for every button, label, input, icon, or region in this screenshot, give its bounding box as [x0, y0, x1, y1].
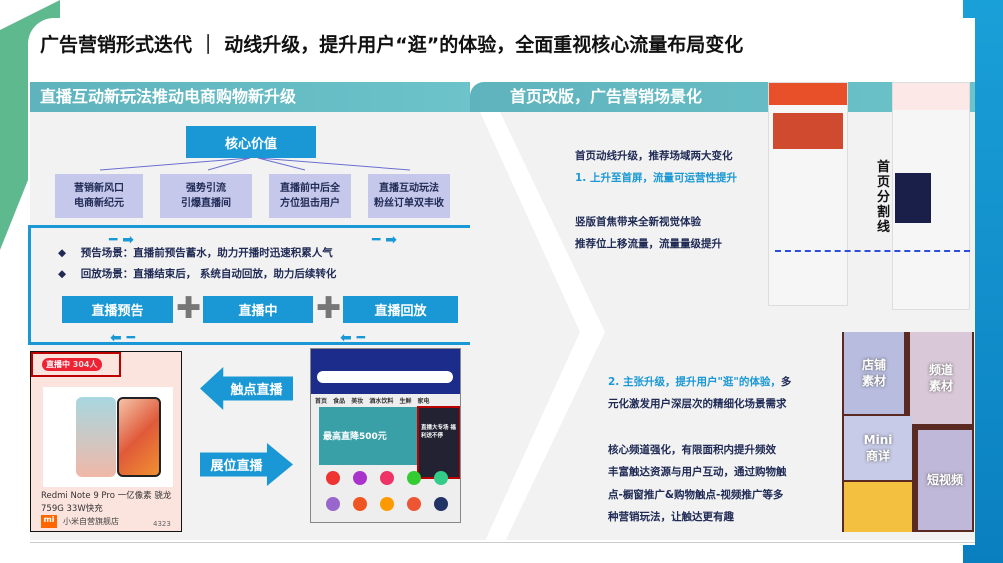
tile-store: 店铺素材 — [844, 332, 904, 414]
bottom-divider — [30, 542, 975, 543]
page-title: 广告营销形式迭代 ｜ 动线升级，提升用户“逛”的体验，全面重视核心流量布局变化 — [40, 34, 744, 56]
connector-lines — [99, 157, 411, 171]
stage-replay: 直播回放 — [343, 296, 458, 323]
point2-line2: 元化激发用户深层次的精细化场景需求 — [608, 398, 787, 410]
value-box-4: 直播互动玩法粉丝订单双丰收 — [368, 174, 450, 218]
live-card: 直播大专场 福利送不停 — [421, 425, 456, 439]
plus-icon: ✚ — [316, 291, 342, 326]
live-scene-box — [28, 225, 478, 345]
text-line: 丰富触达资源与用户互动，通过购物触 — [608, 466, 787, 478]
stage-preview: 直播预告 — [62, 296, 173, 323]
text-line: 点-橱窗推广&购物触点-视频推广等多 — [608, 489, 784, 501]
text-line: 竖版首焦带来全新视觉体验 — [575, 216, 701, 228]
divider-line — [775, 250, 970, 252]
stage-live: 直播中 — [203, 296, 313, 323]
text-line-highlight: 1. 上升至首屏，流量可运营性提升 — [575, 172, 737, 184]
arrow-right-icon: ━ ➡ — [372, 232, 398, 248]
divider-label: 首页分割线 — [877, 160, 891, 235]
homepage-screenshot-new — [892, 82, 970, 310]
tile-mini-detail: Mini商详 — [844, 416, 912, 480]
text-line: 核心频道强化，有限面积内提升频效 — [608, 444, 776, 456]
bullet-1: ◆ 预告场景：直播前预告蓄水，助力开播时迅速积累人气 — [58, 247, 333, 259]
point2-line1: 2. 主张升级，提升用户"逛"的体验，多 — [608, 376, 792, 388]
live-product-card[interactable]: 直播中 304人 Redmi Note 9 Pro 一亿像素 骁龙759G 33… — [30, 351, 182, 532]
homepage-screenshot-old — [768, 82, 848, 306]
text-line: 推荐位上移流量，流量量级提升 — [575, 238, 722, 250]
banner-text: 最高直降500元 — [323, 432, 387, 442]
search-bar — [317, 371, 453, 383]
core-value-box: 核心价值 — [186, 126, 316, 158]
app-tabs: 首页 食品 美妆 酒水饮料 生鲜 家电 — [315, 398, 430, 405]
text-line: 种营销玩法，让触达更有趣 — [608, 511, 734, 523]
arrow-right-icon: ━ ➡ — [109, 232, 135, 248]
bullet-2: ◆ 回放场景：直播结束后， 系统自动回放，助力后续转化 — [58, 268, 337, 280]
value-box-1: 营销新风口电商新纪元 — [55, 174, 143, 218]
product-image — [43, 387, 173, 487]
store-name: 小米自营旗舰店 — [63, 517, 119, 526]
arrow-left-icon: ⬅ ━ — [110, 330, 136, 346]
ad-collage: 店铺素材 频道素材 Mini商详 短视频 — [842, 332, 974, 532]
tile-channel: 频道素材 — [910, 332, 972, 424]
arrow-left-icon: ⬅ ━ — [340, 330, 366, 346]
value-box-2: 强势引流引爆直播间 — [160, 174, 252, 218]
right-header: 首页改版，广告营销场景化 — [470, 82, 975, 112]
text-line: 首页动线升级，推荐场域两大变化 — [575, 150, 733, 162]
left-header: 直播互动新玩法推动电商购物新升级 — [30, 82, 470, 112]
value-box-3: 直播前中后全方位狙击用户 — [269, 174, 351, 218]
live-badge: 直播中 304人 — [42, 358, 102, 371]
plus-icon: ✚ — [176, 291, 202, 326]
app-phone-screenshot: 首页 食品 美妆 酒水饮料 生鲜 家电 最高直降500元 直播大专场 福利送不停 — [310, 348, 461, 523]
like-count: 4323 — [153, 520, 171, 528]
product-title: Redmi Note 9 Pro 一亿像素 骁龙759G 33W快充 — [41, 491, 172, 514]
tile-short-video: 短视频 — [918, 430, 972, 530]
